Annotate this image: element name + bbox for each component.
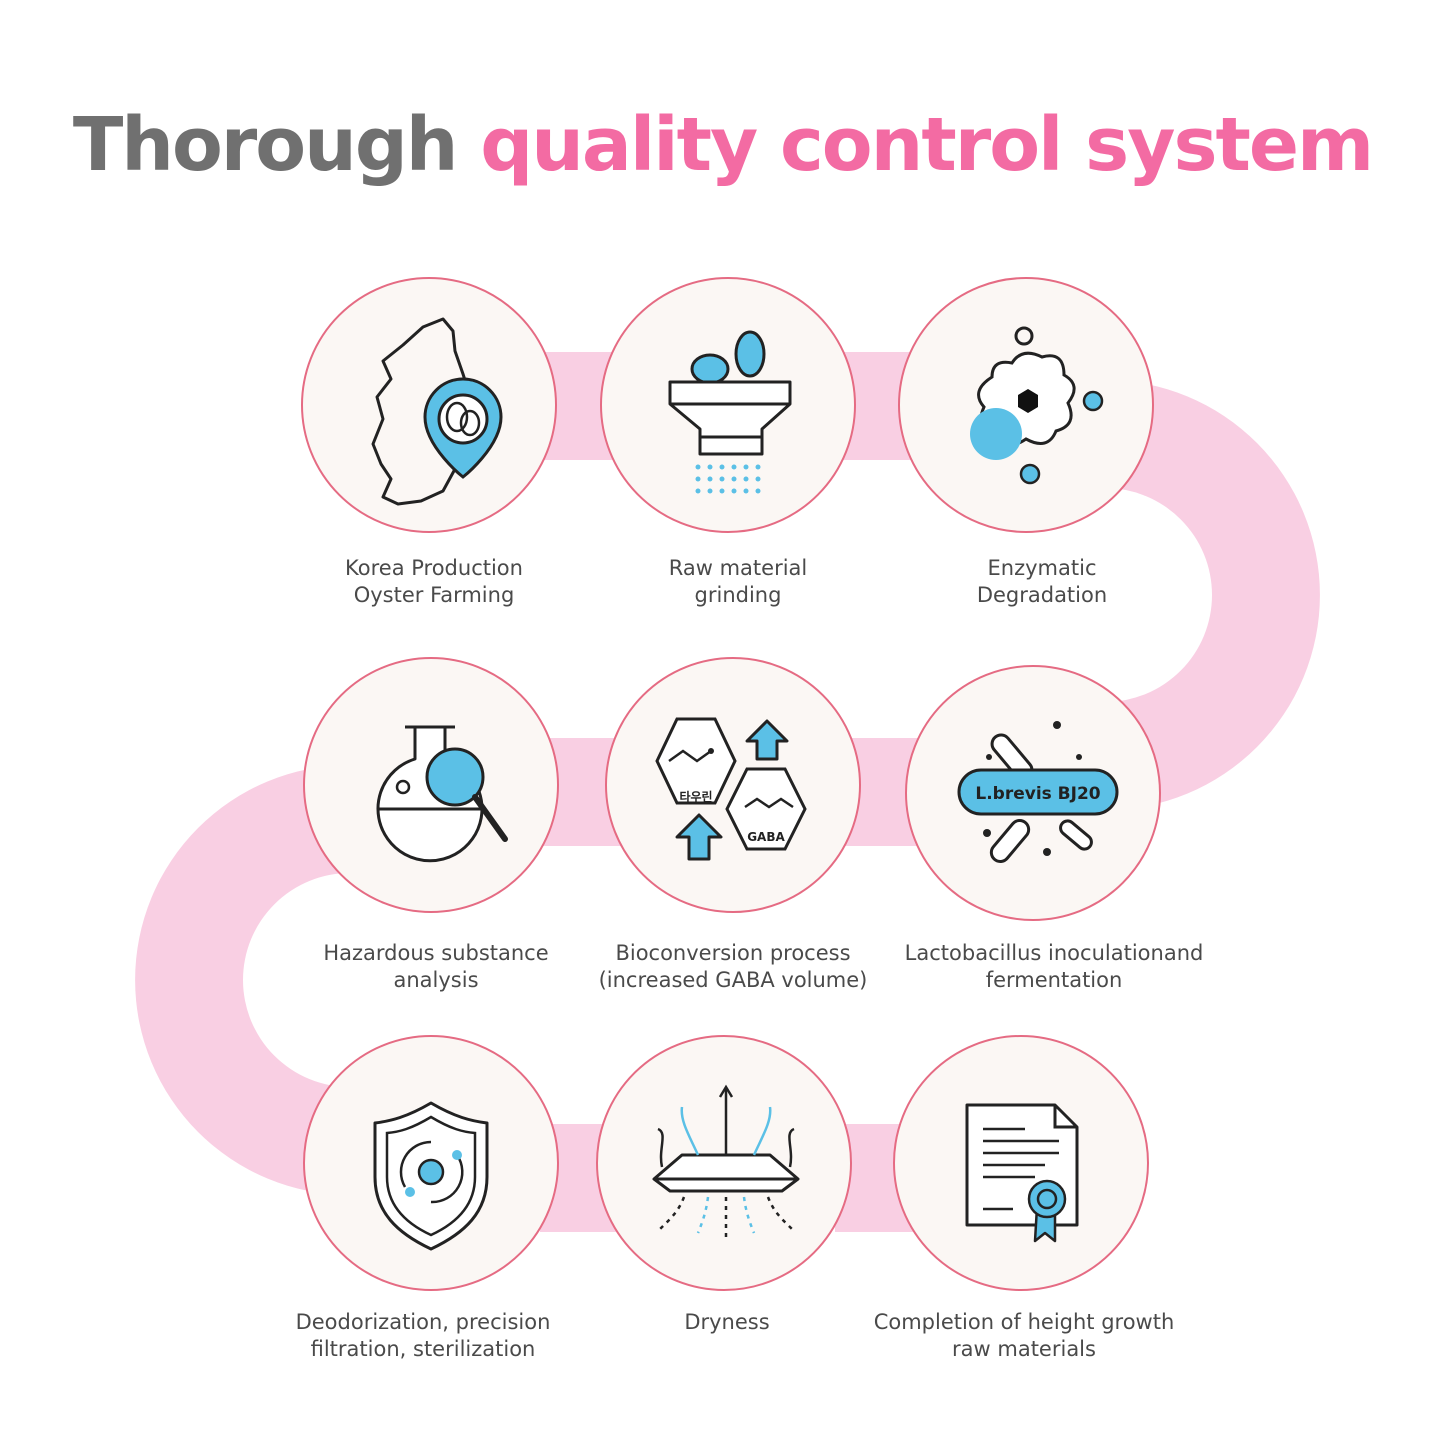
taurine-text: 타우린 (679, 789, 712, 804)
step-circle-lactobacillus: L.brevis BJ20 (905, 665, 1161, 921)
step-circle-deodorization (303, 1035, 559, 1291)
step-circle-bioconversion: 타우린 GABA (605, 657, 861, 913)
step-circle-enzymatic (898, 277, 1154, 533)
enzyme-molecule-icon (970, 326, 1104, 485)
bacteria-icon: L.brevis BJ20 (957, 721, 1119, 863)
gaba-text: GABA (747, 830, 785, 844)
step-label-deodorization: Deodorization, precision filtration, ste… (295, 1310, 551, 1361)
step-label-oyster-farming: Korea Production Oyster Farming (345, 556, 523, 607)
flask-magnifier-icon (376, 725, 508, 863)
title-part-pink: quality control system (480, 102, 1374, 188)
drying-airflow-icon (652, 1084, 800, 1241)
step-label-lactobacillus: Lactobacillus inoculationand fermentatio… (904, 941, 1204, 992)
step-circle-grinding (600, 277, 856, 533)
step-circle-completion (893, 1035, 1149, 1291)
step-label-enzymatic: Enzymatic Degradation (976, 556, 1108, 607)
step-label-dryness: Dryness (684, 1310, 770, 1334)
step-label-grinding: Raw material grinding (668, 556, 808, 607)
shield-icon (373, 1101, 489, 1251)
page-title: Thorough quality control system (0, 108, 1445, 182)
step-label-hazard-analysis: Hazardous substance analysis (323, 941, 549, 992)
oyster-grinder-icon (668, 330, 792, 494)
korea-map-oyster-pin-icon (371, 317, 503, 506)
hexagon-molecules-icon: 타우린 GABA (655, 717, 807, 861)
step-label-completion: Completion of height growth raw material… (873, 1310, 1175, 1361)
title-part-gray: Thorough (72, 102, 459, 188)
step-circle-hazard-analysis (303, 657, 559, 913)
step-circle-dryness (596, 1035, 852, 1291)
lbrevis-text: L.brevis BJ20 (975, 784, 1100, 804)
step-circle-oyster-farming (301, 277, 557, 533)
certificate-document-icon (965, 1103, 1079, 1243)
step-label-bioconversion: Bioconversion process (increased GABA vo… (598, 941, 868, 992)
